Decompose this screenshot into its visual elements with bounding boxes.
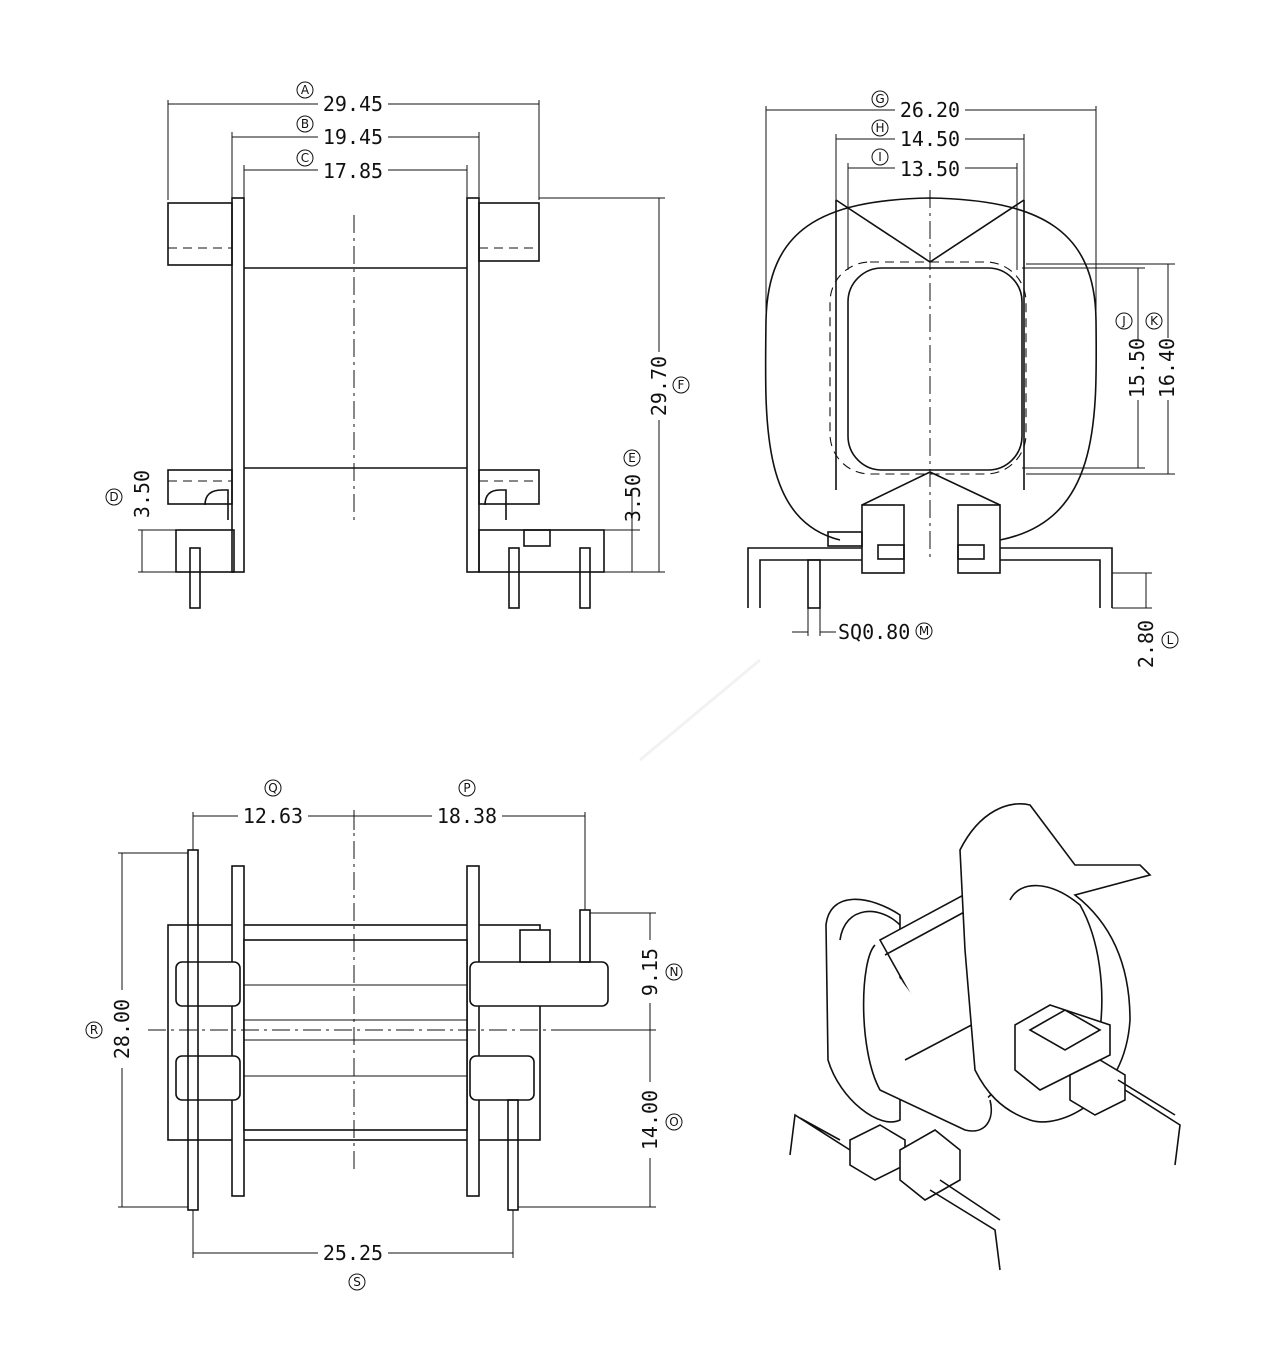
front-view: A 29.45 B 19.45 C 17.85 <box>105 81 690 609</box>
label-F: F <box>678 378 685 392</box>
dim-M: SQ0.80 M <box>792 608 933 644</box>
label-M: M <box>919 624 929 638</box>
watermark <box>639 658 761 762</box>
dim-H: H 14.50 <box>835 119 1025 200</box>
label-N: N <box>670 965 679 979</box>
label-K: K <box>1150 314 1159 328</box>
label-P: P <box>463 781 470 795</box>
dim-B: B 19.45 <box>231 115 480 200</box>
value-A: 29.45 <box>323 92 383 116</box>
label-C: C <box>301 151 309 165</box>
dim-D: 3.50 D <box>105 470 176 573</box>
label-J: J <box>1121 314 1126 328</box>
label-O: O <box>669 1115 678 1129</box>
dim-E: 3.50 E <box>604 449 645 572</box>
label-G: G <box>875 92 884 106</box>
label-S: S <box>353 1275 361 1289</box>
label-B: B <box>301 117 309 131</box>
value-N: 9.15 <box>638 948 662 996</box>
side-view: G 26.20 H 14.50 I 13.50 <box>747 90 1179 668</box>
label-I: I <box>878 150 882 164</box>
label-E: E <box>628 451 636 465</box>
value-I: 13.50 <box>900 157 960 181</box>
dim-G: G 26.20 <box>765 90 1097 320</box>
label-R: R <box>90 1023 98 1037</box>
dim-N: 9.15 N <box>560 912 683 1031</box>
value-Q: 12.63 <box>243 804 303 828</box>
dim-A: A 29.45 <box>167 81 540 200</box>
value-H: 14.50 <box>900 127 960 151</box>
label-H: H <box>875 121 884 135</box>
label-D: D <box>109 490 118 504</box>
value-F: 29.70 <box>647 356 671 416</box>
dim-S: 25.25 S <box>192 1210 514 1291</box>
dim-J: 15.50 J <box>1022 267 1149 469</box>
dim-P: P 18.38 <box>354 779 586 910</box>
label-A: A <box>301 83 310 97</box>
value-P: 18.38 <box>437 804 497 828</box>
value-C: 17.85 <box>323 159 383 183</box>
dim-Q: Q 12.63 <box>192 779 355 850</box>
dim-L: 2.80 L <box>1112 572 1179 668</box>
value-B: 19.45 <box>323 125 383 149</box>
value-M: SQ0.80 <box>838 620 910 644</box>
dim-I: I 13.50 <box>847 148 1018 270</box>
value-K: 16.40 <box>1155 338 1179 398</box>
dim-F: 29.70 F <box>479 197 690 573</box>
dim-C: C 17.85 <box>243 149 468 200</box>
value-S: 25.25 <box>323 1241 383 1265</box>
value-D: 3.50 <box>130 470 154 518</box>
value-G: 26.20 <box>900 98 960 122</box>
label-L: L <box>1167 633 1174 647</box>
label-Q: Q <box>268 781 277 795</box>
bottom-view: Q 12.63 P 18.38 9.15 N 14.00 <box>85 779 683 1291</box>
dim-O: 14.00 O <box>518 1030 683 1208</box>
value-O: 14.00 <box>638 1090 662 1150</box>
value-J: 15.50 <box>1125 338 1149 398</box>
value-R: 28.00 <box>110 999 134 1059</box>
dim-R: 28.00 R <box>85 852 188 1208</box>
dim-K: 16.40 K <box>1026 263 1179 475</box>
isometric-view <box>789 803 1181 1271</box>
value-E: 3.50 <box>621 474 645 522</box>
value-L: 2.80 <box>1134 620 1158 668</box>
